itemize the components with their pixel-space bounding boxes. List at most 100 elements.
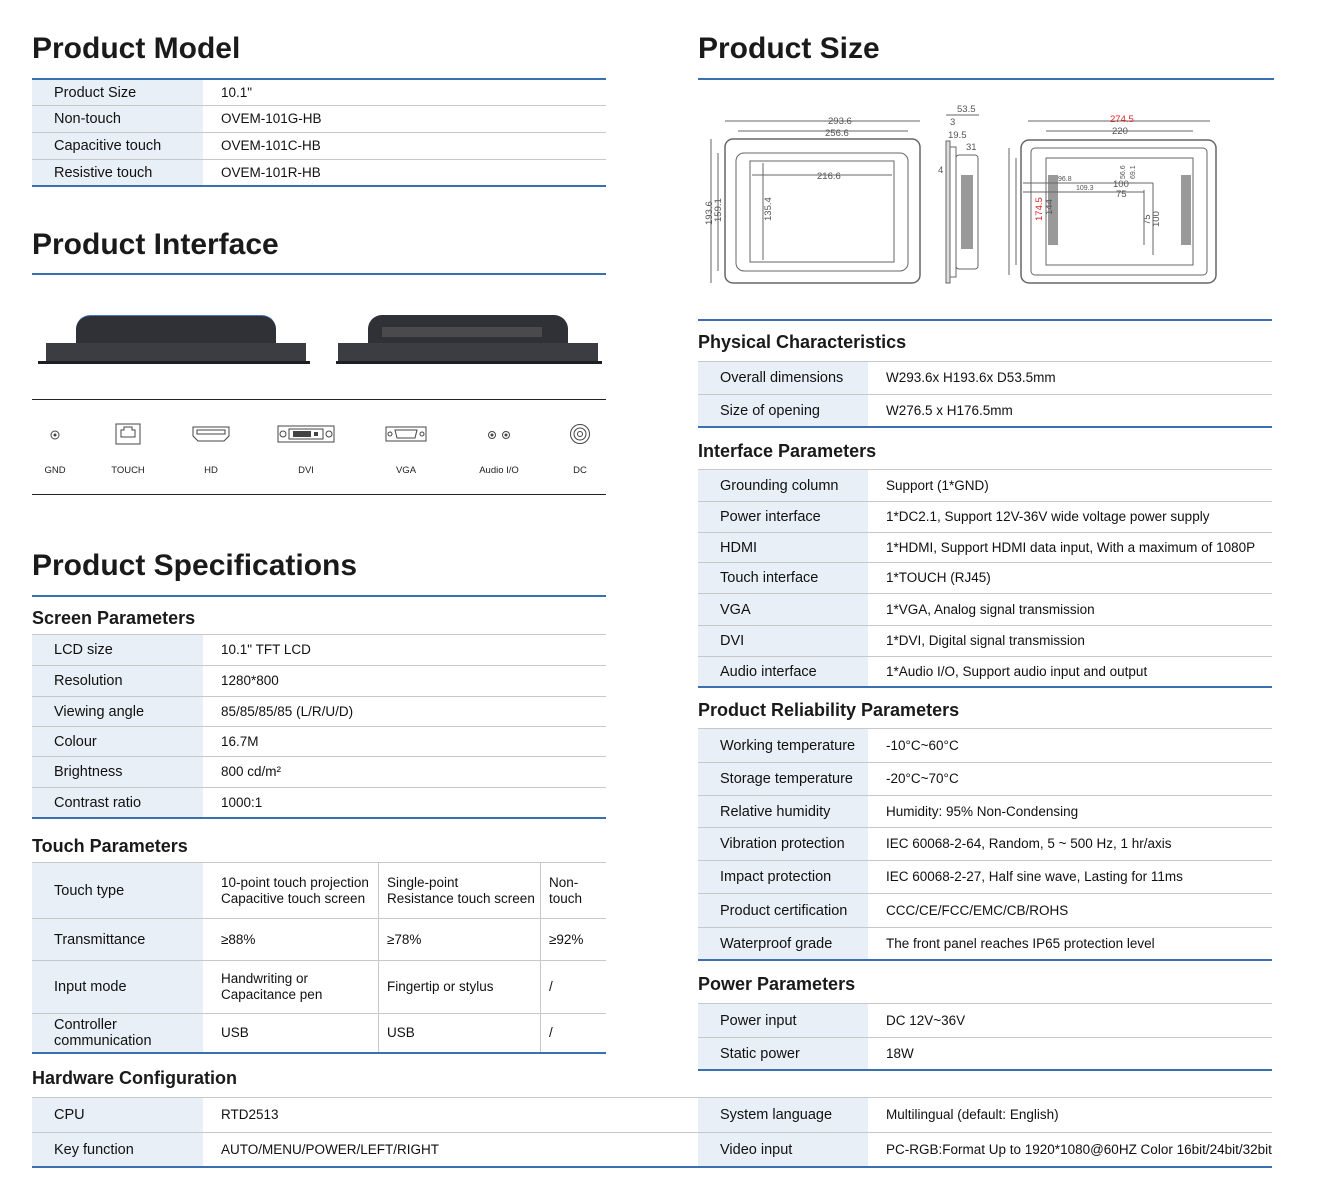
divider [698,728,1272,729]
hardware-configuration-title: Hardware Configuration [32,1068,238,1088]
row-value: -20°C~70°C [886,771,959,786]
row-label: Non-touch [32,106,203,132]
dim-back-height-inner: 144 [1044,199,1055,215]
row-value: W276.5 x H176.5mm [886,402,1013,418]
row-label: Size of opening [698,395,868,426]
row-value: -10°C~60°C [886,737,959,753]
row-label: Storage temperature [698,763,868,795]
dim-width-bezel: 256.6 [825,128,849,139]
table-row: DVI 1*DVI, Digital signal transmission [698,626,1272,657]
dim-56-6: 56.6 [1120,165,1127,179]
divider [32,862,606,863]
dim-31: 31 [966,142,977,153]
table-row: Contrast ratio 1000:1 [32,788,606,819]
physical-characteristics-title: Physical Characteristics [698,332,907,352]
row-value: 1*DC2.1, Support 12V-36V wide voltage po… [886,509,1210,524]
divider [32,78,606,80]
row-value: 1280*800 [221,673,279,688]
dim-109-3: 109.3 [1076,185,1094,192]
row-label: Impact protection [698,861,868,893]
dim-vesa-75: 75 [1116,189,1127,200]
power-parameters-title: Power Parameters [698,974,856,994]
reliability-parameters-title: Product Reliability Parameters [698,700,960,720]
row-label: Static power [698,1038,868,1069]
row-label: Resistive touch [32,160,203,185]
row-value: 1*DVI, Digital signal transmission [886,633,1085,648]
divider [698,78,1274,80]
divider [32,494,606,495]
row-value: Non-touch [540,863,606,918]
dim-4: 4 [938,165,943,176]
row-label: LCD size [32,635,203,665]
dim-vesa-100: 100 [1113,179,1129,190]
row-label: Viewing angle [32,697,203,726]
row-value: 10-point touch projection Capacitive tou… [221,874,369,906]
table-row: Relative humidity Humidity: 95% Non-Conde… [698,796,1272,828]
table-row: Storage temperature -20°C~70°C [698,763,1272,796]
row-value: 10.1" [221,84,253,100]
row-value: 800 cd/m² [221,764,282,779]
row-value: AUTO/MENU/POWER/LEFT/RIGHT [221,1141,440,1157]
dim-19-5: 19.5 [948,130,967,141]
dim-vesa-h100: 100 [1151,211,1162,227]
touch-parameters-title: Touch Parameters [32,836,188,856]
port-label: DVI [298,465,314,476]
product-model-title: Product Model [32,32,241,65]
row-label: VGA [698,594,868,625]
row-value: 16.7M [221,733,259,749]
row-label: System language [698,1098,868,1132]
divider [698,469,1272,470]
dc-port-icon [569,423,591,450]
dim-back-width-inner: 220 [1112,126,1128,137]
row-label: Relative humidity [698,796,868,827]
row-value: OVEM-101C-HB [221,138,321,153]
row-value: 1*Audio I/O, Support audio input and out… [886,663,1148,679]
dimension-drawing: 293.6 256.6 216.6 193.6 159.1 135.4 53.5… [704,104,1217,284]
row-label: Video input [698,1133,868,1166]
port-label: VGA [395,465,417,476]
divider [32,399,606,400]
row-label: Contrast ratio [32,788,203,817]
row-value: ≥78% [378,919,540,960]
row-label: Input mode [32,961,203,1013]
row-label: Power input [698,1004,868,1037]
row-value: Humidity: 95% Non-Condensing [886,803,1079,819]
dim-vesa-h75: 75 [1142,214,1153,225]
dim-69-1: 69.1 [1130,165,1137,179]
dim-height-bezel: 159.1 [713,198,724,222]
row-label: Transmittance [32,919,203,960]
row-label: Resolution [32,666,203,696]
interface-parameters-title: Interface Parameters [698,441,877,461]
audio-port-icon [486,428,512,446]
divider [698,361,1272,362]
row-value: The front panel reaches IP65 protection … [886,935,1155,951]
divider [698,319,1272,321]
row-value: 1000:1 [221,794,263,810]
dim-back-width: 274.5 [1110,114,1134,125]
product-side-view-image [38,313,318,367]
row-label: Product certification [698,894,868,927]
row-label: CPU [32,1098,203,1132]
dim-width-screen: 216.6 [817,171,841,182]
row-label: Grounding column [698,470,868,501]
hdmi-port-icon [192,426,230,447]
row-label: Touch interface [698,563,868,593]
row-label: Capacitive touch [32,133,203,159]
screen-parameters-title: Screen Parameters [32,608,196,628]
row-label: DVI [698,626,868,656]
row-value: Single-point Resistance touch screen [378,863,540,918]
row-label: Overall dimensions [698,362,868,394]
dim-96-8: 96.8 [1058,176,1072,183]
dim-3: 3 [950,117,955,128]
